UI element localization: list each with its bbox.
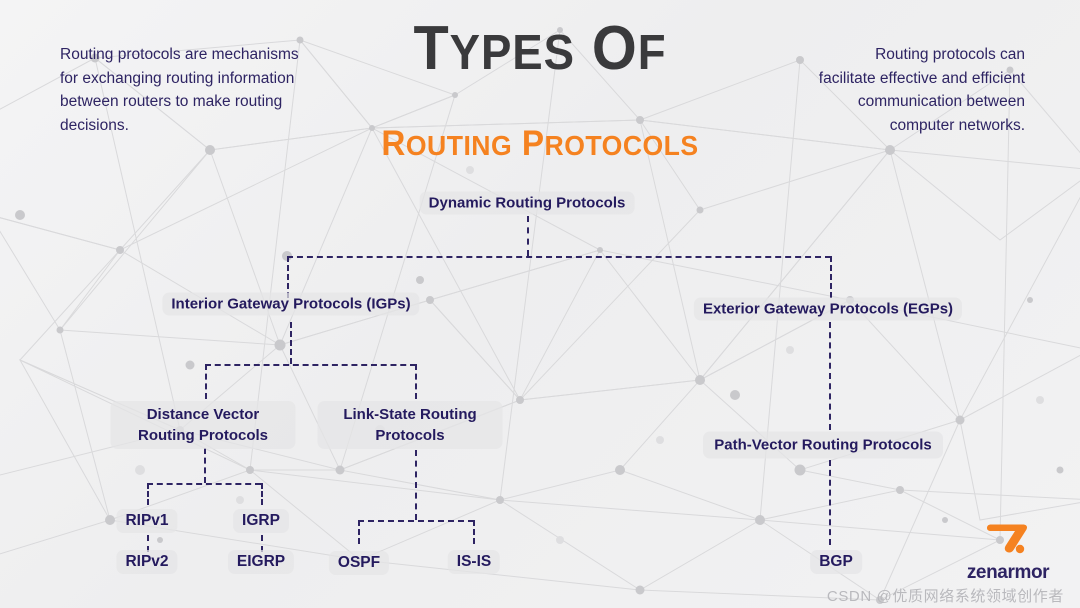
zenarmor-seven-mark <box>987 524 1028 554</box>
node-distance-vector-routing-protocols[interactable]: Distance Vector Routing Protocols <box>110 401 296 449</box>
edge-bus-level2-igp <box>205 364 416 366</box>
intro-text-left: Routing protocols are mechanisms for exc… <box>60 46 299 134</box>
node-link-state-routing-protocols[interactable]: Link-State Routing Protocols <box>317 401 503 449</box>
edge-lsrp-to-bus <box>415 450 417 520</box>
zenarmor-wordmark: zenarmor <box>966 562 1050 583</box>
node-bgp[interactable]: BGP <box>810 550 862 574</box>
edge-igrp-to-eigrp <box>261 535 263 552</box>
node-ospf[interactable]: OSPF <box>328 551 390 575</box>
page-subtitle: ROUTING PROTOCOLS <box>381 124 699 163</box>
edge-ripv1-to-ripv2 <box>147 535 149 552</box>
node-exterior-gateway-protocols[interactable]: Exterior Gateway Protocols (EGPs) <box>693 297 963 321</box>
node-interior-gateway-protocols[interactable]: Interior Gateway Protocols (IGPs) <box>162 292 420 316</box>
node-eigrp[interactable]: EIGRP <box>227 550 295 574</box>
edge-dynamic-to-bus <box>527 216 529 256</box>
node-path-vector-routing-protocols[interactable]: Path-Vector Routing Protocols <box>703 431 943 459</box>
node-ripv1[interactable]: RIPv1 <box>116 509 178 533</box>
zenarmor-logo: zenarmor <box>956 524 1060 586</box>
edge-bus-to-isis <box>473 520 475 544</box>
edge-bus-to-ospf <box>358 520 360 544</box>
node-ripv2[interactable]: RIPv2 <box>116 550 178 574</box>
edge-bus-to-igp <box>287 256 289 298</box>
edge-bus-level3-dvrp <box>147 483 261 485</box>
edge-bus-level1 <box>287 256 831 258</box>
edge-bus-to-igrp <box>261 483 263 505</box>
edge-pvrp-to-bgp <box>829 460 831 545</box>
edge-egp-to-pvrp <box>829 322 831 430</box>
edge-dvrp-to-bus <box>204 448 206 483</box>
edge-bus-to-ripv1 <box>147 483 149 505</box>
edge-bus-to-egp <box>830 256 832 298</box>
csdn-watermark: CSDN @优质网络系统领域创作者 <box>826 588 1064 605</box>
page-title: TYPES OF <box>413 14 667 83</box>
edge-bus-level3-lsrp <box>358 520 474 522</box>
edge-igp-to-bus <box>290 322 292 364</box>
edge-bus-to-dvrp <box>205 364 207 399</box>
node-igrp[interactable]: IGRP <box>233 509 289 533</box>
edge-bus-to-lsrp <box>415 364 417 399</box>
node-dynamic-routing-protocols[interactable]: Dynamic Routing Protocols <box>419 191 635 215</box>
intro-text-right: Routing protocols can facilitate effecti… <box>818 46 1025 134</box>
node-is-is[interactable]: IS-IS <box>447 550 501 574</box>
